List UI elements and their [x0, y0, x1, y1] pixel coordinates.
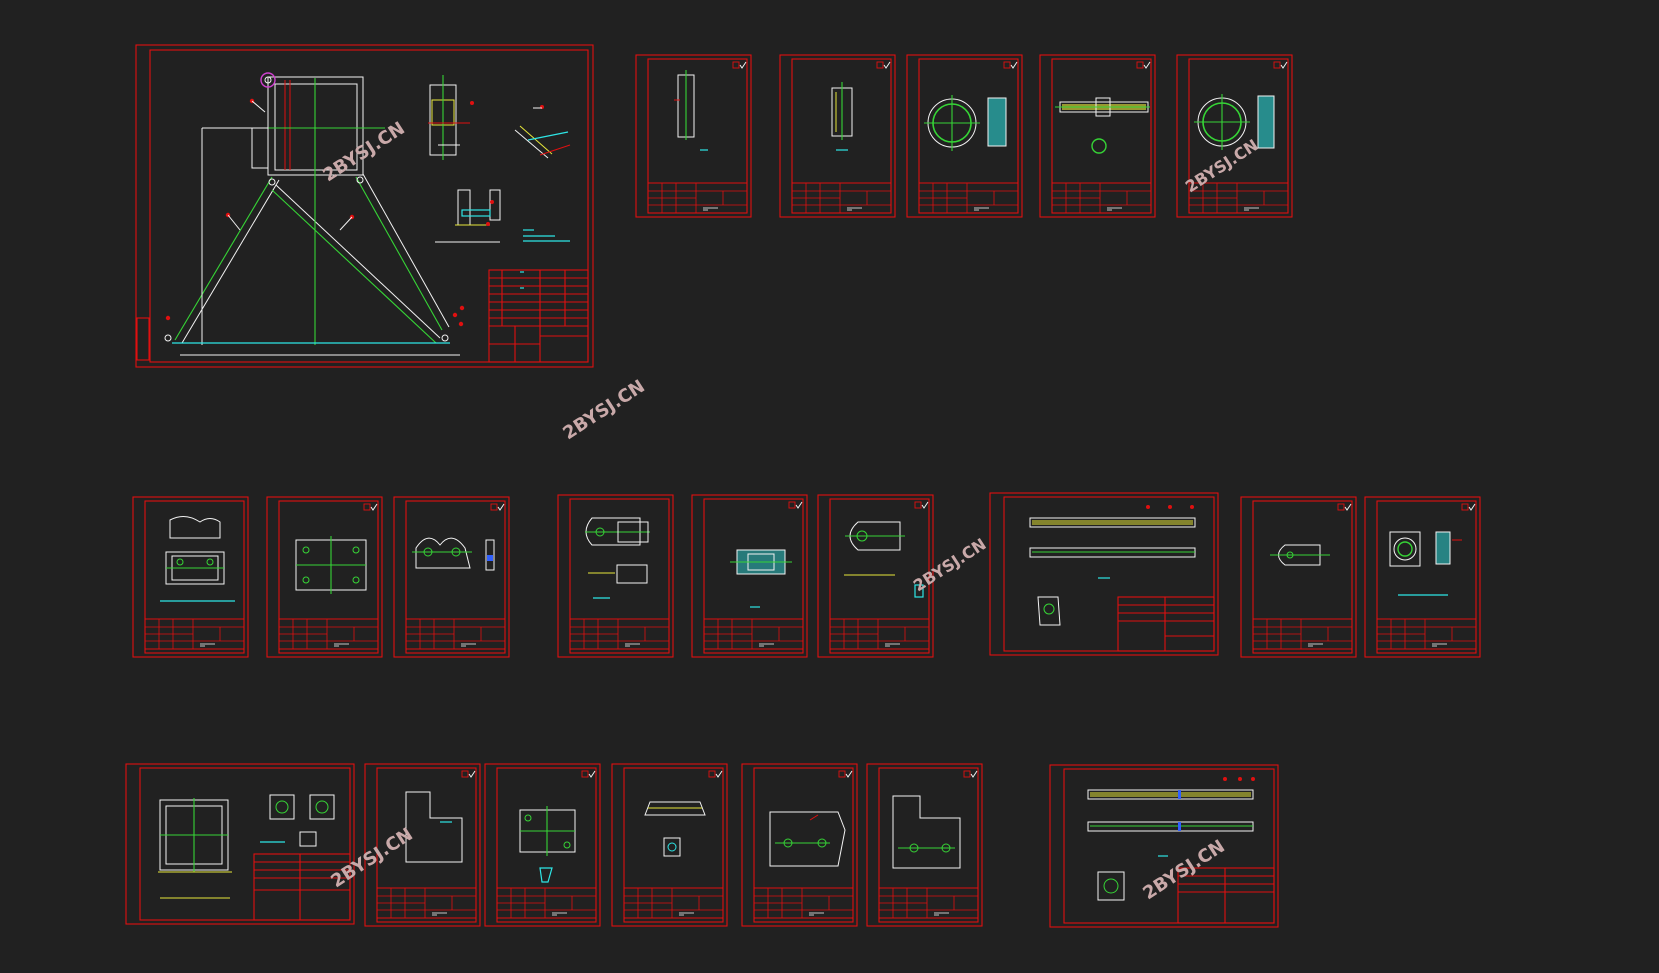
- part-sheet-row2-9[interactable]: [1364, 496, 1481, 658]
- svg-text:2BYSJ.CN: 2BYSJ.CN: [327, 824, 416, 892]
- part-sheet-row3-4[interactable]: [611, 763, 728, 927]
- part-sheet-row2-4[interactable]: [557, 494, 674, 658]
- part-sheet-row2-6[interactable]: [817, 494, 934, 658]
- technical-notes: [523, 229, 570, 242]
- part-sheet-row3-1[interactable]: [125, 763, 355, 925]
- a-frame-structure: [164, 72, 460, 356]
- part-sheet-row3-2[interactable]: [364, 763, 481, 927]
- side-view-detail: [428, 75, 474, 160]
- part-sheet-row3-6[interactable]: [866, 763, 983, 927]
- svg-text:2BYSJ.CN: 2BYSJ.CN: [559, 376, 648, 444]
- part-sheet-row1-5[interactable]: [1176, 54, 1293, 218]
- part-sheet-row3-7[interactable]: [1049, 764, 1279, 928]
- part-sheet-row1-2[interactable]: [779, 54, 896, 218]
- part-sheet-row2-1[interactable]: [132, 496, 249, 658]
- part-sheet-row1-4[interactable]: [1039, 54, 1156, 218]
- part-sheet-row2-7[interactable]: [989, 492, 1219, 656]
- detail-a-view: [514, 105, 571, 159]
- part-balloons: [165, 98, 465, 327]
- part-sheet-row2-3[interactable]: [393, 496, 510, 658]
- part-sheet-row2-2[interactable]: [266, 496, 383, 658]
- parts-list-and-title-block: [488, 269, 589, 363]
- section-view-detail: [435, 189, 501, 243]
- part-sheet-row3-3[interactable]: [484, 763, 601, 927]
- part-sheet-row2-8[interactable]: [1240, 496, 1357, 658]
- part-sheet-row2-5[interactable]: [691, 494, 808, 658]
- svg-text:2BYSJ.CN: 2BYSJ.CN: [1139, 836, 1228, 904]
- svg-text:2BYSJ.CN: 2BYSJ.CN: [910, 534, 990, 595]
- part-sheet-row1-3[interactable]: [906, 54, 1023, 218]
- part-sheet-row1-1[interactable]: [635, 54, 752, 218]
- watermarks: 2BYSJ.CN 2BYSJ.CN 2BYSJ.CN 2BYSJ.CN 2BYS…: [319, 118, 1261, 904]
- assembly-drawing-sheet[interactable]: [135, 44, 594, 368]
- part-sheet-row3-5[interactable]: [741, 763, 858, 927]
